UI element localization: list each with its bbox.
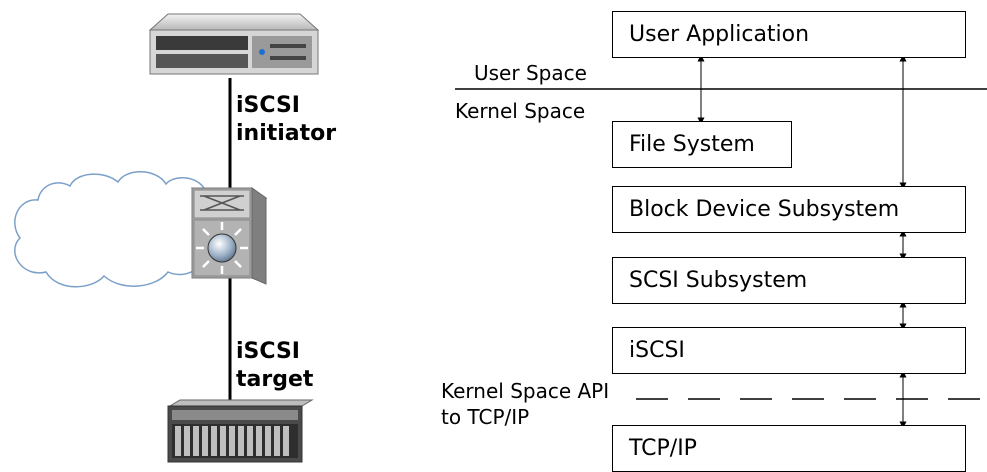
tcpip-box: TCP/IP [612,425,966,472]
file-system-box: File System [612,121,792,168]
cloud-icon [14,171,205,288]
target-label-line1: iSCSI [236,339,300,364]
kernel-space-label: Kernel Space [455,99,586,123]
api-label-line1: Kernel Space API [441,379,610,403]
api-label-line2: to TCP/IP [441,405,530,429]
user-application-box: User Application [612,11,966,58]
user-space-label: User Space [474,61,587,85]
server-icon [148,13,320,75]
target-label: iSCSI target [236,338,313,394]
iscsi-box: iSCSI [612,327,966,374]
scsi-subsystem-box: SCSI Subsystem [612,257,966,304]
storage-array-icon [167,399,314,463]
initiator-label-line1: iSCSI [236,93,300,118]
initiator-label: iSCSI initiator [236,92,336,148]
initiator-label-line2: initiator [236,121,337,146]
switch-icon [190,187,268,285]
target-label-line2: target [236,367,314,392]
block-device-subsystem-box: Block Device Subsystem [612,186,966,233]
